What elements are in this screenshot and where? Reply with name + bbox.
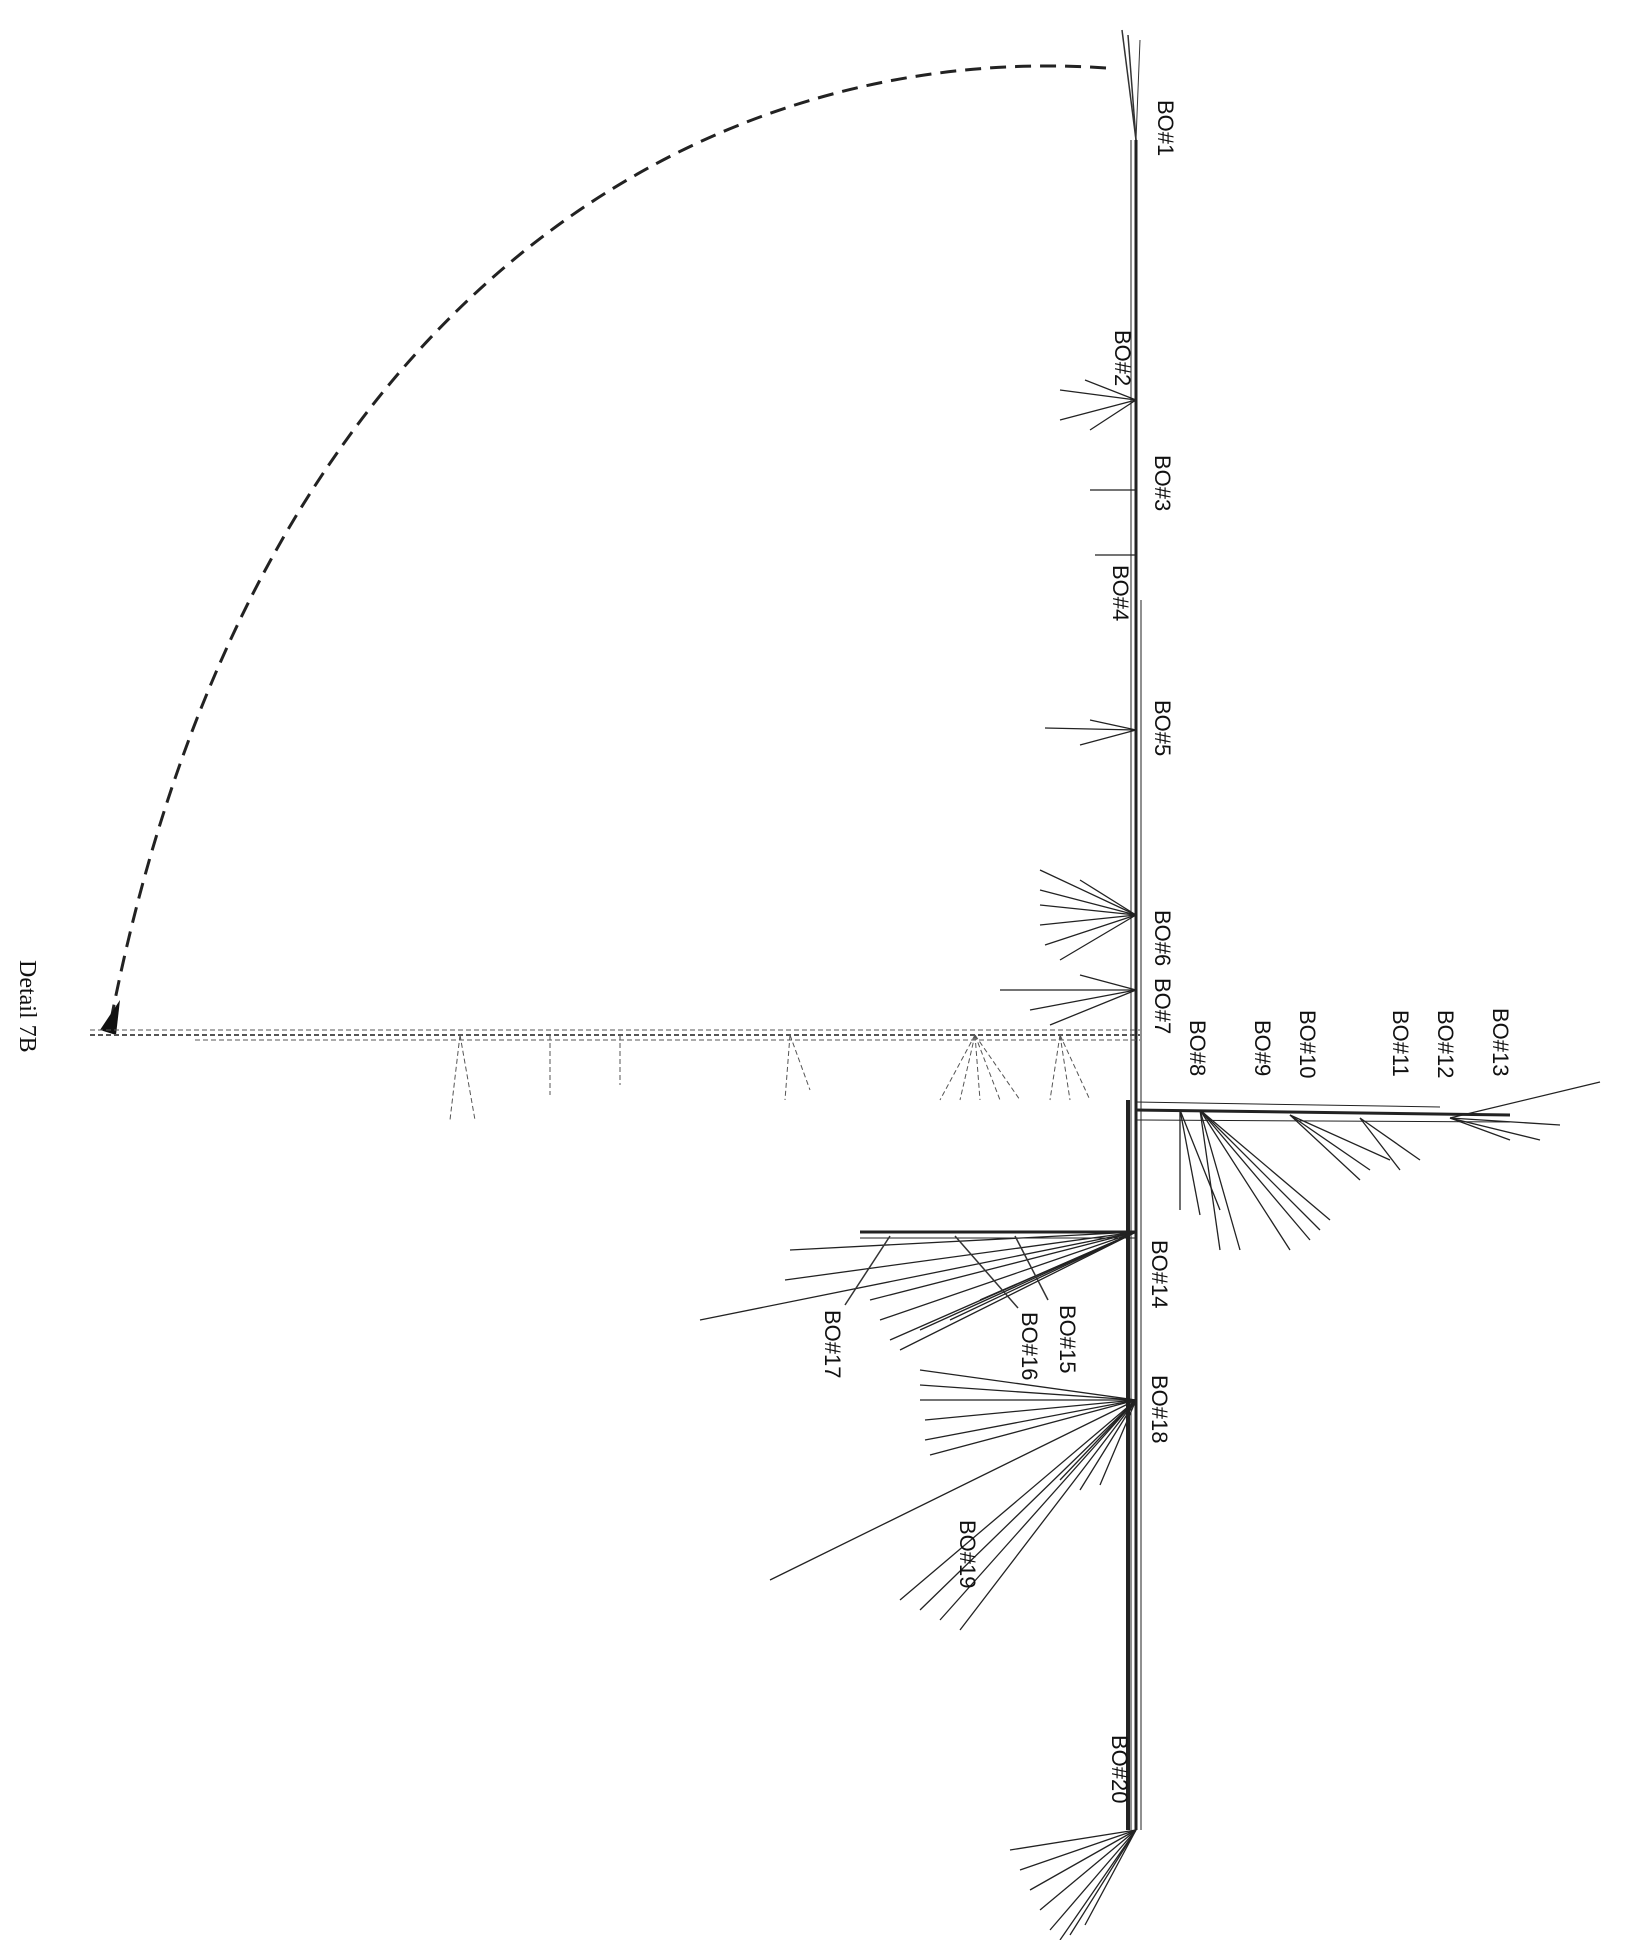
fan-branch <box>1449 1117 1511 1141</box>
fan-branch <box>1449 1117 1541 1141</box>
fan-branch <box>1084 1829 1137 1926</box>
fan-branch <box>929 1399 1137 1456</box>
label-bo17: BO#17 <box>820 1310 845 1379</box>
fan-branch <box>899 1231 1137 1351</box>
fan-branch <box>1199 1109 1331 1221</box>
label-bo12: BO#12 <box>1433 1010 1458 1079</box>
fan-branch <box>899 1399 1137 1601</box>
label-bo11: BO#11 <box>1388 1010 1413 1077</box>
fan-branch <box>1049 989 1137 1026</box>
fan-branch <box>1359 1117 1401 1171</box>
fan-branch <box>1449 1081 1601 1119</box>
fan-branch <box>1059 399 1137 421</box>
fan-branch <box>1449 1117 1561 1126</box>
fan-branch <box>1089 719 1137 731</box>
label-bo7: BO#7 <box>1150 978 1175 1034</box>
fan-branch <box>1039 1829 1137 1911</box>
fan-branch <box>1039 914 1137 926</box>
fan-branch <box>879 1231 1137 1321</box>
fan-branch <box>1079 974 1137 991</box>
fan-branch <box>1199 1109 1321 1231</box>
fan-branch <box>869 1231 1137 1301</box>
fan-branch <box>1199 1109 1221 1251</box>
label-bo6: BO#6 <box>1150 910 1175 966</box>
fan-branch <box>1084 379 1137 401</box>
fan-branch <box>1179 1109 1221 1211</box>
label-bo9: BO#9 <box>1250 1020 1275 1076</box>
fan-branch <box>1079 879 1137 916</box>
fan-branch <box>1179 1109 1201 1216</box>
label-bo15: BO#15 <box>1055 1305 1080 1374</box>
fan-branch <box>919 1399 1137 1611</box>
label-bo19: BO#19 <box>955 1520 980 1589</box>
label-bo8: BO#8 <box>1185 1020 1210 1076</box>
fan-branch <box>1359 1117 1421 1161</box>
label-bo18: BO#18 <box>1147 1375 1172 1444</box>
label-bo13: BO#13 <box>1488 1008 1513 1077</box>
fan-branch <box>1029 1829 1137 1891</box>
fan-branch <box>1009 1829 1137 1851</box>
fan-branch <box>1099 1399 1137 1486</box>
fan-branch <box>924 1399 1137 1441</box>
label-bo14: BO#14 <box>1147 1240 1172 1309</box>
fan-branch <box>784 1231 1137 1281</box>
fan-branch <box>949 1231 1137 1321</box>
fan-branch <box>1029 989 1137 1011</box>
label-bo5: BO#5 <box>1150 700 1175 756</box>
leader-lines <box>844 1235 1049 1309</box>
fan-branch <box>1044 914 1137 946</box>
fan-branch <box>1289 1114 1371 1171</box>
fan-branch <box>789 1231 1137 1251</box>
label-bo20: BO#20 <box>1107 1735 1132 1804</box>
fan-branch <box>1039 869 1137 916</box>
label-bo16: BO#16 <box>1017 1312 1042 1381</box>
fan-branch <box>1019 1829 1137 1871</box>
label-bo3: BO#3 <box>1150 455 1175 511</box>
diagram-title: Detail 7B <box>14 960 40 1053</box>
branch-fans <box>699 379 1601 1940</box>
fan-branch <box>1289 1114 1391 1161</box>
fan-branch <box>1044 727 1137 731</box>
fan-branch <box>1049 1829 1137 1931</box>
fan-branch <box>1289 1114 1361 1181</box>
fan-branch <box>1039 889 1137 916</box>
fan-branch <box>1079 1399 1137 1491</box>
rotated-ghost-copy <box>90 1029 1140 1121</box>
fan-branch <box>1039 904 1137 916</box>
fan-branch <box>979 1231 1137 1301</box>
right-side-branch <box>1135 1101 1511 1123</box>
fan-branch <box>919 1369 1137 1401</box>
label-bo2: BO#2 <box>1110 330 1135 386</box>
fan-branch <box>919 1384 1137 1401</box>
label-bo4: BO#4 <box>1108 565 1133 621</box>
label-bo10: BO#10 <box>1295 1010 1320 1079</box>
fan-branch <box>1059 914 1137 961</box>
fan-branch <box>1069 1829 1137 1936</box>
fan-branch <box>1089 399 1137 431</box>
main-trunk <box>1121 29 1142 1830</box>
fan-branch <box>699 1231 1137 1321</box>
fan-branch <box>769 1399 1137 1581</box>
fan-branch <box>1199 1109 1291 1251</box>
rotation-arrow <box>100 64 1107 1035</box>
fan-branch <box>1059 1829 1137 1940</box>
fan-branch <box>1059 389 1137 401</box>
fan-branch <box>924 1399 1137 1421</box>
fan-branch <box>959 1399 1137 1631</box>
label-bo1: BO#1 <box>1153 100 1178 156</box>
fan-branch <box>1199 1109 1311 1241</box>
fan-branch <box>1079 729 1137 746</box>
fan-branch <box>1199 1109 1241 1251</box>
branch-labels: BO#1 BO#2 BO#3 BO#4 BO#5 BO#6 BO#7 BO#8 … <box>820 100 1513 1804</box>
fan-branch <box>939 1399 1137 1621</box>
